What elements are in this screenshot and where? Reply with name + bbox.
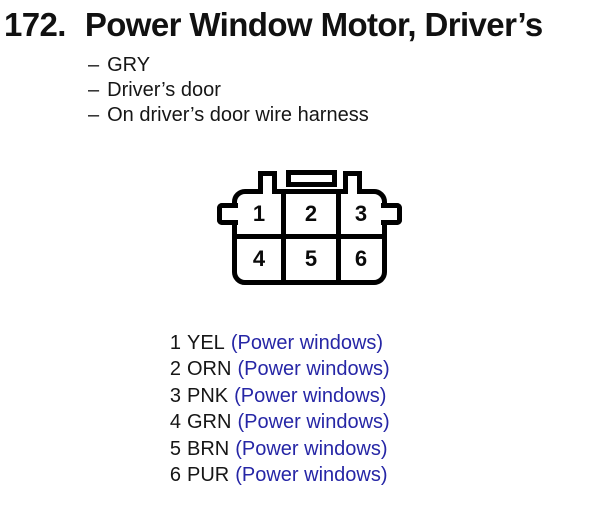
pin-number: 2	[169, 358, 181, 381]
circuit-link[interactable]: (Power windows)	[235, 464, 388, 487]
pin-number: 1	[169, 332, 181, 354]
pinout-row-5: 5 BRN (Power windows)	[168, 436, 390, 462]
detail-color: – GRY	[88, 53, 369, 78]
connector-diagram: 1 2 3 4 5 6	[215, 168, 407, 292]
connector-pin-2: 2	[304, 201, 318, 226]
wire-color: ORN	[187, 358, 232, 381]
connector-lock-tab	[286, 170, 337, 187]
pinout-row-1: 1 YEL (Power windows)	[168, 330, 390, 356]
detail-color-text: GRY	[107, 54, 151, 76]
dash: –	[88, 54, 100, 76]
section-title: Power Window Motor, Driver’s	[84, 6, 543, 43]
pin-number: 6	[169, 464, 181, 487]
wire-color: PUR	[187, 464, 230, 487]
connector-divider-horizontal	[235, 234, 387, 239]
circuit-link[interactable]: (Power windows)	[234, 384, 387, 407]
circuit-link[interactable]: (Power windows)	[237, 411, 390, 434]
pin-number: 4	[169, 411, 181, 434]
connector-index-tab-right	[343, 171, 362, 194]
pinout-list: 1 YEL (Power windows) 2 ORN (Power windo…	[168, 330, 390, 488]
connector-details: – GRY – Driver’s door – On driver’s door…	[88, 53, 369, 128]
connector-ear-right	[381, 203, 402, 225]
connector-pin-1: 1	[252, 201, 266, 226]
pinout-row-2: 2 ORN (Power windows)	[168, 356, 390, 382]
circuit-link[interactable]: (Power windows)	[230, 332, 384, 354]
pinout-row-4: 4 GRN (Power windows)	[168, 409, 390, 435]
section-number: 172.	[4, 6, 66, 43]
detail-location-text: Driver’s door	[107, 79, 221, 101]
pinout-row-3: 3 PNK (Power windows)	[168, 383, 390, 409]
wire-color: BRN	[187, 437, 230, 460]
detail-location: – Driver’s door	[88, 78, 369, 103]
pin-number: 5	[169, 437, 181, 460]
wire-color: PNK	[187, 384, 229, 407]
dash: –	[88, 104, 100, 126]
circuit-link[interactable]: (Power windows)	[237, 358, 390, 381]
pin-number: 3	[169, 384, 181, 407]
page-title: 172. Power Window Motor, Driver’s	[4, 6, 543, 44]
dash: –	[88, 79, 100, 101]
connector-pin-3: 3	[354, 201, 368, 226]
detail-harness: – On driver’s door wire harness	[88, 103, 369, 128]
circuit-link[interactable]: (Power windows)	[235, 437, 388, 460]
connector-index-tab-left	[258, 171, 277, 194]
connector-pin-6: 6	[354, 246, 368, 271]
pinout-row-6: 6 PUR (Power windows)	[168, 462, 390, 488]
connector-ear-left	[217, 203, 238, 225]
connector-pin-4: 4	[252, 246, 266, 271]
detail-harness-text: On driver’s door wire harness	[107, 104, 369, 126]
wire-color: YEL	[187, 332, 225, 354]
connector-pin-5: 5	[304, 246, 318, 271]
wire-color: GRN	[187, 411, 232, 434]
